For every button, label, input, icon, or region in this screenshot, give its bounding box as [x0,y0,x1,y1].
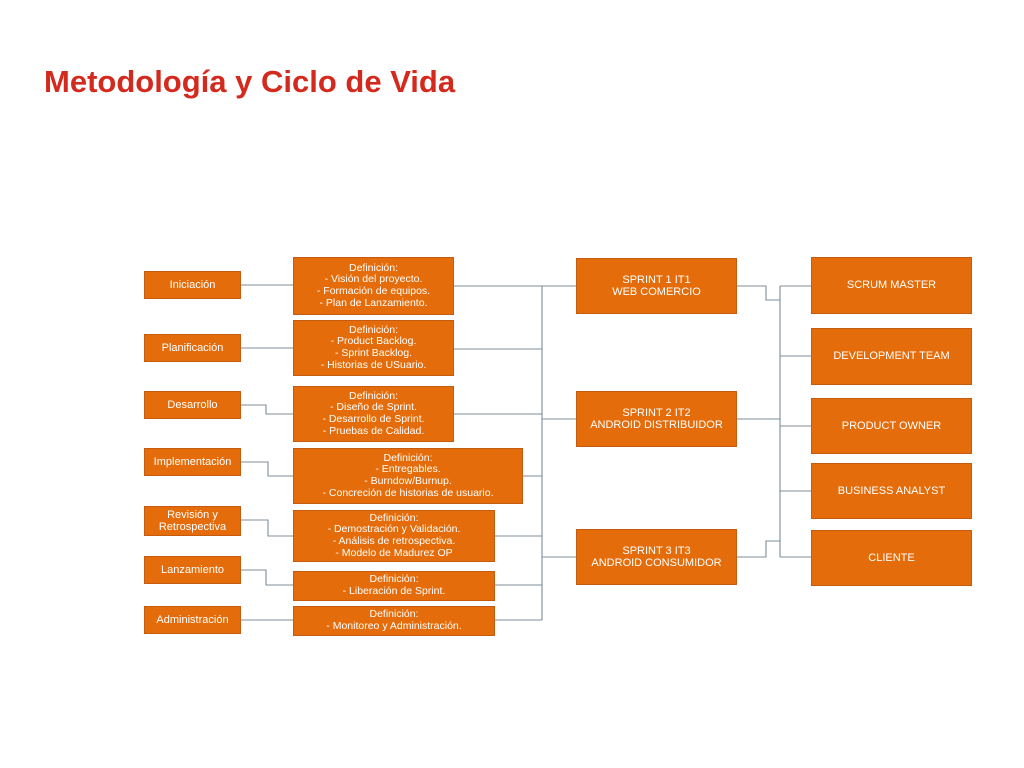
definition-line: Definición: [369,608,419,621]
sprint-1: SPRINT 1 IT1 WEB COMERCIO [576,258,737,314]
role-business-analyst: BUSINESS ANALYST [811,463,972,519]
page-title: Metodología y Ciclo de Vida [44,64,456,99]
connector-sprint-out-3 [737,540,780,558]
connector-sprint-out-1 [737,285,780,301]
phase-label: Iniciación [169,278,216,291]
sprint-line: ANDROID DISTRIBUIDOR [590,419,723,431]
definition-line: - Modelo de Madurez OP [335,546,453,559]
definition-line: Definición: [369,511,419,524]
definition-implementacion: Definición: - Entregables. - Burndow/Bur… [293,448,523,504]
phase-administracion: Administración [144,606,241,634]
role-scrum-master: SCRUM MASTER [811,257,972,314]
phase-revision-retrospectiva: Revisión y Retrospectiva [144,506,241,536]
definition-line: - Historias de USuario. [320,358,427,371]
sprint-line: SPRINT 1 IT1 [622,273,691,286]
phase-planificacion: Planificación [144,334,241,362]
definition-line: - Desarrollo de Sprint. [322,413,425,425]
definition-line: - Sprint Backlog. [334,347,413,359]
definition-line: - Demostración y Validación. [327,523,461,536]
phase-label: Revisión y Retrospectiva [158,508,227,533]
phase-lanzamiento: Lanzamiento [144,556,241,584]
definition-lanzamiento: Definición: - Liberación de Sprint. [293,571,495,601]
connector-phase-3 [241,404,293,415]
definition-line: Definición: [348,323,399,336]
role-development-team: DEVELOPMENT TEAM [811,328,972,385]
definition-line: Definición: [369,573,419,586]
role-cliente: CLIENTE [811,530,972,586]
definition-line: Definición: [348,261,399,274]
definition-line: Definición: [348,389,399,402]
role-label: PRODUCT OWNER [841,419,942,432]
definition-line: - Burndow/Burnup. [364,475,452,487]
role-label: DEVELOPMENT TEAM [833,350,950,363]
definition-line: - Concreción de historias de usuario. [322,486,494,499]
phase-desarrollo: Desarrollo [144,391,241,419]
definition-administracion: Definición: - Monitoreo y Administración… [293,606,495,636]
definition-desarrollo: Definición: - Diseño de Sprint. - Desarr… [293,386,454,442]
sprint-line: WEB COMERCIO [612,286,701,298]
definition-line: - Pruebas de Calidad. [322,424,425,437]
sprint-line: SPRINT 3 IT3 [622,544,691,557]
definition-line: - Visión del proyecto. [324,273,423,286]
phase-label: Planificación [161,341,224,354]
definition-planificacion: Definición: - Product Backlog. - Sprint … [293,320,454,376]
definition-line: - Plan de Lanzamiento. [319,296,428,309]
phase-label: Implementación [153,455,232,468]
role-label: BUSINESS ANALYST [837,484,946,497]
sprint-3: SPRINT 3 IT3 ANDROID CONSUMIDOR [576,529,737,585]
definition-line: - Liberación de Sprint. [342,585,446,597]
connector-phase-6 [241,569,293,586]
definition-line: - Entregables. [375,463,441,476]
definition-line: - Análisis de retrospectiva. [332,535,456,547]
connector-phase-5 [241,519,293,537]
role-label: CLIENTE [868,551,915,564]
connector-phase-4 [241,461,293,477]
definition-line: - Product Backlog. [330,335,417,348]
sprint-line: ANDROID CONSUMIDOR [591,557,722,569]
definition-revision: Definición: - Demostración y Validación.… [293,510,495,562]
role-label: SCRUM MASTER [846,279,937,292]
phase-iniciacion: Iniciación [144,271,241,299]
phase-label: Administración [156,613,229,626]
phase-implementacion: Implementación [144,448,241,476]
definition-line: - Formación de equipos. [316,285,431,297]
phase-label: Desarrollo [167,398,218,411]
definition-line: - Diseño de Sprint. [330,401,417,414]
definition-line: - Monitoreo y Administración. [326,620,462,632]
definition-iniciacion: Definición: - Visión del proyecto. - For… [293,257,454,315]
sprint-2: SPRINT 2 IT2 ANDROID DISTRIBUIDOR [576,391,737,447]
sprint-line: SPRINT 2 IT2 [622,406,691,419]
phase-label: Lanzamiento [161,563,224,576]
definition-line: Definición: [383,451,433,464]
role-product-owner: PRODUCT OWNER [811,398,972,454]
